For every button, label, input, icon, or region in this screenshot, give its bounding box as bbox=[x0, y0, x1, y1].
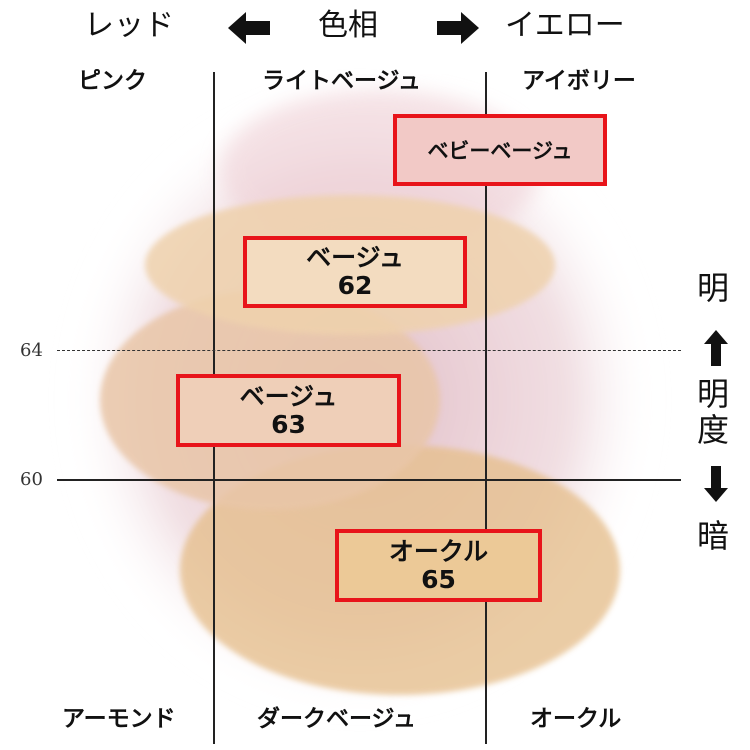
brightness-bright-label: 明 bbox=[697, 269, 730, 307]
shade-box-beige-62: ベージュ 62 bbox=[243, 236, 467, 308]
arrow-up-icon bbox=[704, 330, 728, 366]
shade-name: ベビーベージュ bbox=[427, 139, 573, 163]
arrow-down-icon bbox=[704, 466, 728, 502]
brightness-dark-label: 暗 bbox=[697, 517, 730, 555]
grid-line-60 bbox=[57, 479, 681, 481]
grid-line-vertical-right bbox=[485, 72, 487, 744]
shade-name: ベージュ bbox=[239, 381, 338, 411]
brightness-label-char-1: 明 bbox=[697, 375, 730, 413]
axis-label-64: 64 bbox=[20, 340, 43, 361]
axis-label-60: 60 bbox=[20, 469, 43, 490]
arrow-left-icon bbox=[228, 12, 270, 44]
hue-right-label: イエロー bbox=[505, 8, 625, 43]
column-label-dark-beige: ダークベージュ bbox=[257, 706, 416, 732]
shade-box-baby-beige: ベビーベージュ bbox=[393, 114, 607, 186]
shade-name: オークル bbox=[388, 536, 489, 566]
shade-name: ベージュ bbox=[306, 243, 404, 272]
column-label-almond: アーモンド bbox=[62, 706, 176, 732]
shade-box-beige-63: ベージュ 63 bbox=[176, 374, 401, 447]
arrow-right-icon bbox=[437, 12, 479, 44]
shade-number: 65 bbox=[421, 564, 456, 594]
grid-line-64 bbox=[57, 350, 681, 351]
column-label-light-beige: ライトベージュ bbox=[262, 68, 421, 94]
hue-left-label: レッド bbox=[84, 8, 174, 43]
shade-number: 62 bbox=[337, 271, 373, 300]
shade-number: 63 bbox=[271, 409, 306, 439]
hue-center-label: 色相 bbox=[318, 8, 378, 43]
column-label-pink: ピンク bbox=[78, 68, 147, 94]
brightness-label-char-2: 度 bbox=[697, 411, 730, 449]
shade-box-ochre-65: オークル 65 bbox=[335, 529, 542, 602]
column-label-ochre: オークル bbox=[530, 706, 622, 732]
column-label-ivory: アイボリー bbox=[522, 68, 636, 94]
